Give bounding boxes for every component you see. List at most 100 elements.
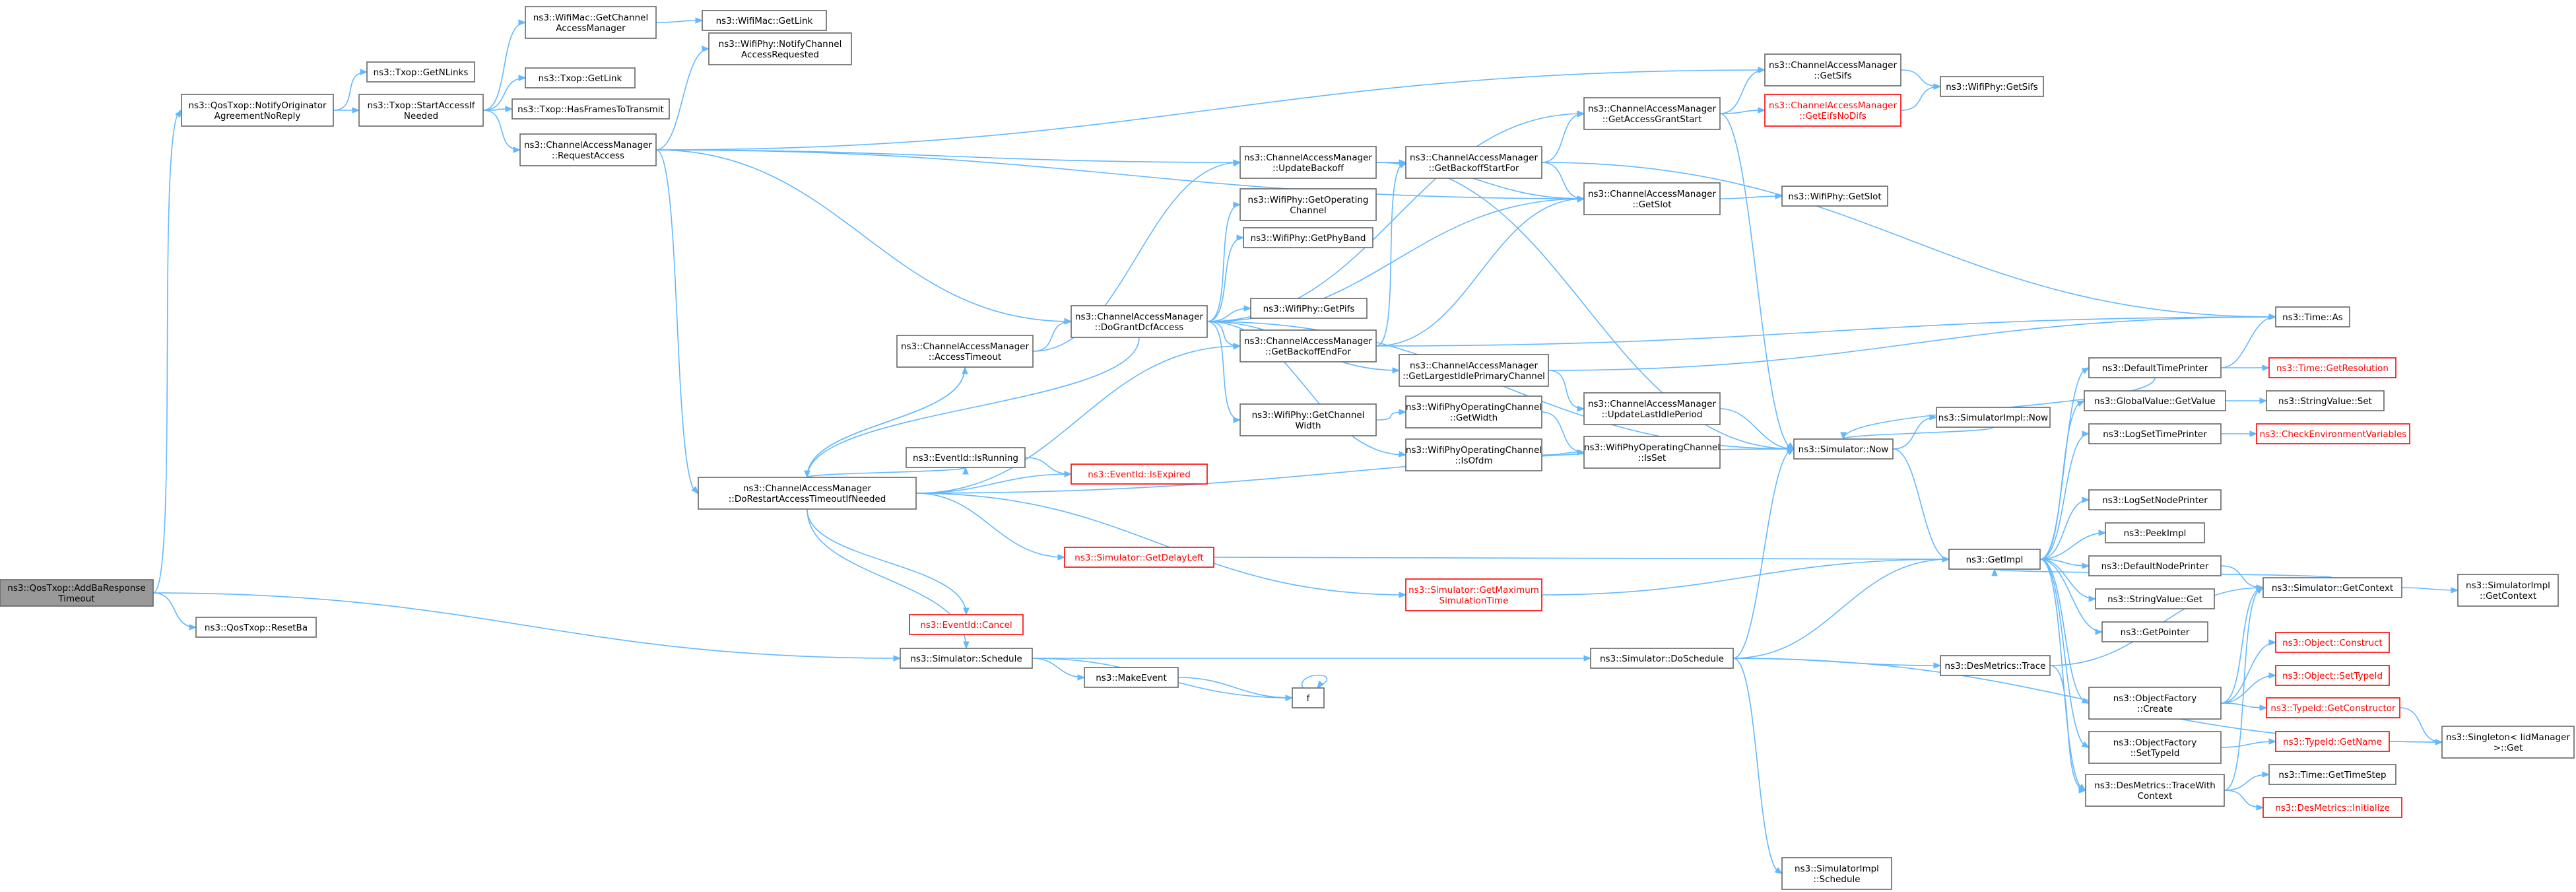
node-box [1781,186,1888,207]
node-logsettime[interactable]: ns3::LogSetTimePrinter [2088,423,2222,444]
edge-getbackoffstart-to-getaccgrant [1541,110,1585,163]
node-opchgetwidth[interactable]: ns3::WifiPhyOperatingChannel::GetWidth [1405,395,1542,429]
node-label: ns3::DesMetrics::TraceWith [2094,780,2216,791]
node-notify[interactable]: ns3::QosTxop::NotifyOriginatorAgreementN… [181,94,334,127]
node-updlastidle[interactable]: ns3::ChannelAccessManager::UpdateLastIdl… [1583,392,1721,425]
node-getdelay[interactable]: ns3::Simulator::GetDelayLeft [1064,547,1214,568]
node-timegetstep[interactable]: ns3::Time::GetTimeStep [2268,764,2396,785]
node-dorestart[interactable]: ns3::ChannelAccessManager::DoRestartAcce… [698,477,917,510]
node-label: ns3::TypeId::GetConstructor [2270,703,2396,714]
node-phygetslot[interactable]: ns3::WifiPhy::GetSlot [1781,186,1888,207]
node-getsifs_cam[interactable]: ns3::ChannelAccessManager::GetSifs [1764,53,1901,86]
node-destrace[interactable]: ns3::DesMetrics::Trace [1940,655,2051,676]
edge-dorestart-to-getdelay [915,493,1066,561]
node-strvalget[interactable]: ns3::StringValue::Get [2095,588,2215,609]
node-logsetnode[interactable]: ns3::LogSetNodePrinter [2088,489,2222,510]
edge-addba-to-resetba [152,592,197,631]
node-getphyband[interactable]: ns3::WifiPhy::GetPhyBand [1243,227,1373,248]
node-objconstruct[interactable]: ns3::Object::Construct [2275,632,2390,653]
node-timegetres[interactable]: ns3::Time::GetResolution [2268,357,2396,378]
node-label: ::Create [2137,704,2173,714]
node-timeas[interactable]: ns3::Time::As [2275,306,2350,327]
node-label: ns3::WifiPhy::GetChannel [1252,410,1365,421]
node-typegetname[interactable]: ns3::TypeId::GetName [2275,731,2390,752]
edge-objfaccreate-to-typegetctor [2220,703,2268,711]
node-getaccgrant[interactable]: ns3::ChannelAccessManager::GetAccessGran… [1583,97,1721,130]
node-reqaccess[interactable]: ns3::ChannelAccessManager::RequestAccess [519,133,657,166]
node-simgetctx[interactable]: ns3::Simulator::GetContext [2262,577,2402,598]
edge-objfacsettype-to-typegetname [2220,738,2277,748]
node-peekimpl[interactable]: ns3::PeekImpl [2105,522,2205,543]
node-simimplsched[interactable]: ns3::SimulatorImpl::Schedule [1781,857,1892,890]
node-objsettype[interactable]: ns3::Object::SetTypeId [2275,665,2390,686]
node-box [1071,463,1208,485]
node-wmgetlink[interactable]: ns3::WifiMac::GetLink [702,10,827,31]
node-deftimeprinter[interactable]: ns3::DefaultTimePrinter [2088,357,2222,378]
edge-getimpl-to-globalgetval [2039,400,2086,560]
node-label: ns3::StringValue::Set [2278,396,2372,407]
node-getbackoffend[interactable]: ns3::ChannelAccessManager::GetBackoffEnd… [1239,329,1377,362]
node-box [1764,53,1901,86]
edge-startacc-to-getcam [482,19,527,111]
node-isrunning[interactable]: ns3::EventId::IsRunning [906,447,1026,468]
node-getnlinks[interactable]: ns3::Txop::GetNLinks [366,61,475,83]
node-box [519,133,657,166]
node-box [1243,227,1373,248]
node-notifyreq[interactable]: ns3::WifiPhy::NotifyChannelAccessRequest… [708,32,852,65]
node-hasframes[interactable]: ns3::Txop::HasFramesToTransmit [512,98,670,120]
node-label: ::GetContext [2480,591,2536,601]
node-checkenv[interactable]: ns3::CheckEnvironmentVariables [2256,423,2410,444]
node-getpifs[interactable]: ns3::WifiPhy::GetPifs [1250,298,1368,319]
edge-schedule-to-doschedule [1032,655,1592,662]
node-box [708,32,852,65]
node-singletonget[interactable]: ns3::Singleton< IidManager>::Get [2441,726,2575,759]
node-desinit[interactable]: ns3::DesMetrics::Initialize [2262,797,2402,818]
node-phygetsifs[interactable]: ns3::WifiPhy::GetSifs [1940,76,2044,97]
node-label: ns3::SimulatorImpl [2466,580,2550,591]
node-schedule[interactable]: ns3::Simulator::Schedule [900,648,1033,669]
node-txgetlink[interactable]: ns3::Txop::GetLink [525,67,636,88]
node-simimplgetctx[interactable]: ns3::SimulatorImpl::GetContext [2457,574,2559,607]
node-doschedule[interactable]: ns3::Simulator::DoSchedule [1590,648,1734,669]
node-resetba[interactable]: ns3::QosTxop::ResetBa [195,617,317,638]
node-acctimeout[interactable]: ns3::ChannelAccessManager::AccessTimeout [896,335,1034,368]
node-getslot_cam[interactable]: ns3::ChannelAccessManager::GetSlot [1583,182,1721,215]
node-box [2088,489,2222,510]
node-simimplnow[interactable]: ns3::SimulatorImpl::Now [1936,407,2051,428]
node-defnodeprinter[interactable]: ns3::DefaultNodePrinter [2088,555,2222,576]
node-f[interactable]: f [1292,687,1325,708]
node-box [2095,588,2215,609]
node-updbackoff[interactable]: ns3::ChannelAccessManager::UpdateBackoff [1239,146,1377,179]
node-strvalset[interactable]: ns3::StringValue::Set [2266,390,2385,411]
node-isofdm[interactable]: ns3::WifiPhyOperatingChannel::IsOfdm [1405,438,1542,471]
edge-simnow-to-getimpl [1892,448,1950,563]
node-simnow[interactable]: ns3::Simulator::Now [1793,438,1894,460]
node-geteifs[interactable]: ns3::ChannelAccessManager::GetEifsNoDifs [1764,94,1901,127]
node-isset[interactable]: ns3::WifiPhyOperatingChannel::IsSet [1583,436,1721,469]
node-globalgetval[interactable]: ns3::GlobalValue::GetValue [2084,390,2226,411]
node-getimpl[interactable]: ns3::GetImpl [1948,549,2041,570]
node-getbackoffstart[interactable]: ns3::ChannelAccessManager::GetBackoffSta… [1405,146,1542,179]
node-objfaccreate[interactable]: ns3::ObjectFactory::Create [2088,687,2222,720]
edge-addba-to-notify [152,109,182,594]
edge-typegetname-to-singletonget [2389,739,2443,745]
node-makeevent[interactable]: ns3::MakeEvent [1084,667,1179,688]
node-dogrant[interactable]: ns3::ChannelAccessManager::DoGrantDcfAcc… [1071,305,1208,338]
node-objfacsettype[interactable]: ns3::ObjectFactory::SetTypeId [2088,731,2222,764]
node-getpointer[interactable]: ns3::GetPointer [2101,621,2208,642]
node-label: ns3::CheckEnvironmentVariables [2260,429,2407,440]
node-label: ns3::WifiPhy::NotifyChannel [719,39,842,50]
node-typegetctor[interactable]: ns3::TypeId::GetConstructor [2266,697,2400,718]
node-cancel[interactable]: ns3::EventId::Cancel [909,614,1024,635]
node-label: ns3::EventId::IsRunning [913,453,1018,463]
node-getlargest[interactable]: ns3::ChannelAccessManager::GetLargestIdl… [1399,354,1549,387]
node-isexpired[interactable]: ns3::EventId::IsExpired [1071,463,1208,485]
node-box [1084,667,1179,688]
